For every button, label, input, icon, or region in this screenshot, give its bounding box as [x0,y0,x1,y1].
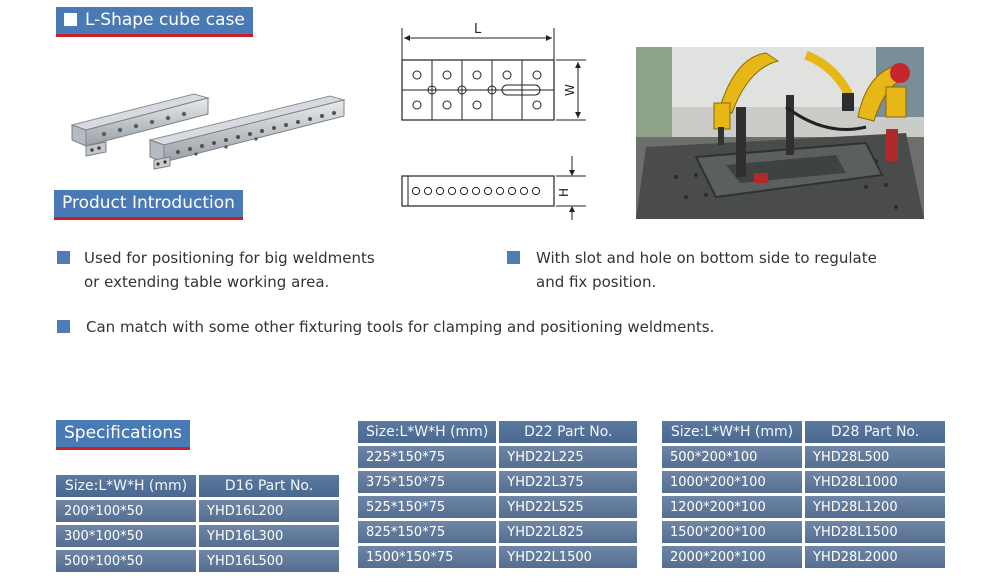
width-label: W [563,84,577,96]
bullet-square-icon [57,251,70,264]
table-header-row: Size:L*W*H (mm) D22 Part No. [358,421,638,443]
size-cell: 375*150*75 [358,471,497,493]
part-no-cell: YHD28L2000 [805,546,945,568]
part-no-cell: YHD22L375 [499,471,638,493]
d22-spec-table: Size:L*W*H (mm) D22 Part No. 225*150*75 … [355,418,640,571]
table-row: 500*100*50 YHD16L500 [56,550,339,572]
table-header-row: Size:L*W*H (mm) D28 Part No. [662,421,945,443]
size-column-header: Size:L*W*H (mm) [56,475,196,497]
l-shape-product-image [70,93,346,170]
part-no-column-header: D28 Part No. [805,421,945,443]
case-title: L-Shape cube case [85,10,245,30]
product-intro-tag: Product Introduction [54,190,243,220]
part-no-cell: YHD22L525 [499,496,638,518]
size-cell: 1000*200*100 [662,471,802,493]
part-no-cell: YHD28L1000 [805,471,945,493]
height-label: H [557,188,571,197]
size-cell: 525*150*75 [358,496,497,518]
table-row: 525*150*75 YHD22L525 [358,496,638,518]
part-no-cell: YHD28L1200 [805,496,945,518]
feature-2-line-2: and fix position. [536,273,657,291]
table-row: 1500*150*75 YHD22L1500 [358,546,638,568]
feature-3-line-1: Can match with some other fixturing tool… [86,318,715,336]
table-row: 825*150*75 YHD22L825 [358,521,638,543]
table-row: 375*150*75 YHD22L375 [358,471,638,493]
size-cell: 300*100*50 [56,525,196,547]
part-no-column-header: D16 Part No. [199,475,339,497]
table-row: 1500*200*100 YHD28L1500 [662,521,945,543]
table-header-row: Size:L*W*H (mm) D16 Part No. [56,475,339,497]
part-no-cell: YHD16L200 [199,500,339,522]
size-cell: 225*150*75 [358,446,497,468]
top-view-drawing: L W [401,22,586,121]
d28-spec-table: Size:L*W*H (mm) D28 Part No. 500*200*100… [659,418,948,571]
part-no-cell: YHD28L500 [805,446,945,468]
size-cell: 200*100*50 [56,500,196,522]
table-row: 1000*200*100 YHD28L1000 [662,471,945,493]
table-row: 300*100*50 YHD16L300 [56,525,339,547]
feature-3-text: Can match with some other fixturing tool… [86,315,714,339]
product-intro-title: Product Introduction [62,193,235,213]
side-view-drawing: H [401,156,586,220]
size-cell: 825*150*75 [358,521,497,543]
table-row: 225*150*75 YHD22L225 [358,446,638,468]
table-row: 2000*200*100 YHD28L2000 [662,546,945,568]
case-title-tag: L-Shape cube case [56,7,253,37]
size-cell: 500*100*50 [56,550,196,572]
length-label: L [474,22,482,37]
part-no-cell: YHD16L500 [199,550,339,572]
bullet-square-icon [57,320,70,333]
feature-1-line-1: Used for positioning for big weldments [84,249,375,267]
size-cell: 2000*200*100 [662,546,802,568]
size-column-header: Size:L*W*H (mm) [358,421,497,443]
size-column-header: Size:L*W*H (mm) [662,421,802,443]
part-no-cell: YHD28L1500 [805,521,945,543]
d16-spec-table: Size:L*W*H (mm) D16 Part No. 200*100*50 … [53,472,342,575]
part-no-cell: YHD22L225 [499,446,638,468]
part-no-cell: YHD22L825 [499,521,638,543]
checkbox-square-icon [64,13,77,26]
part-no-cell: YHD16L300 [199,525,339,547]
feature-1-text: Used for positioning for big weldments o… [84,246,375,294]
feature-1-line-2: or extending table working area. [84,273,330,291]
table-row: 200*100*50 YHD16L200 [56,500,339,522]
specifications-title: Specifications [64,423,183,443]
bullet-square-icon [507,251,520,264]
size-cell: 1500*200*100 [662,521,802,543]
part-no-cell: YHD22L1500 [499,546,638,568]
size-cell: 1500*150*75 [358,546,497,568]
robot-welding-photo [636,47,924,219]
size-cell: 1200*200*100 [662,496,802,518]
size-cell: 500*200*100 [662,446,802,468]
feature-2-line-1: With slot and hole on bottom side to reg… [536,249,877,267]
feature-2-text: With slot and hole on bottom side to reg… [536,246,877,294]
table-row: 1200*200*100 YHD28L1200 [662,496,945,518]
part-no-column-header: D22 Part No. [499,421,638,443]
table-row: 500*200*100 YHD28L500 [662,446,945,468]
specifications-tag: Specifications [56,420,191,450]
